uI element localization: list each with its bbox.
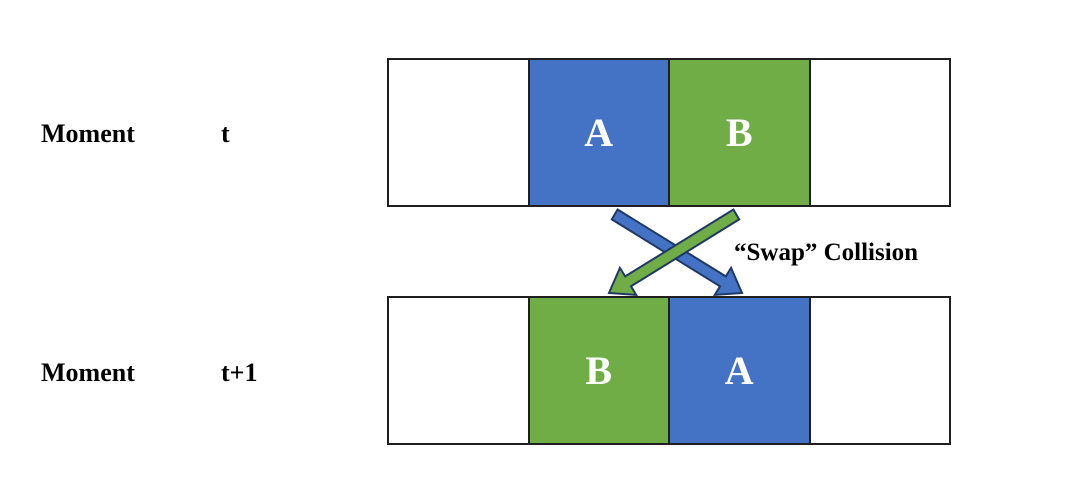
time-t-label: t xyxy=(221,119,230,148)
cell-t1-4 xyxy=(808,296,951,445)
cell-t-3-agent-b: B xyxy=(668,58,811,207)
cell-t-1 xyxy=(387,58,530,207)
moment-t-label: Moment xyxy=(41,119,135,148)
grid-strip-t: A B xyxy=(387,58,957,207)
cell-t1-3-agent-a: A xyxy=(668,296,811,445)
grid-strip-t1: B A xyxy=(387,296,957,445)
cell-t1-1 xyxy=(387,296,530,445)
swap-collision-label: “Swap” Collision xyxy=(734,239,919,266)
time-t1-label: t+1 xyxy=(221,358,258,387)
arrow-b-icon xyxy=(607,208,741,297)
cell-t-2-agent-a: A xyxy=(527,58,670,207)
moment-t1-label: Moment xyxy=(41,358,135,387)
arrow-a-icon xyxy=(610,208,744,297)
cell-t1-2-agent-b: B xyxy=(527,296,670,445)
cell-t-4 xyxy=(808,58,951,207)
